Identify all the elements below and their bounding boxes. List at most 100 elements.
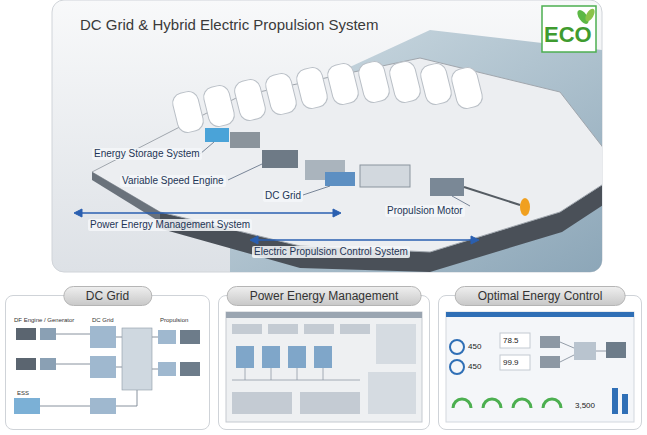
screen-text: 99.9 <box>503 358 519 368</box>
engine-icon <box>540 336 560 348</box>
ship-illustration <box>92 30 602 272</box>
shaft <box>464 187 520 205</box>
engine-block <box>262 150 298 168</box>
card-ground <box>218 295 430 430</box>
value-box <box>500 355 530 370</box>
screen-header <box>446 312 634 317</box>
dome <box>419 61 454 106</box>
screen <box>446 312 634 422</box>
switchboard-block <box>360 165 410 187</box>
screen-header <box>226 312 422 318</box>
wire <box>560 355 574 362</box>
range-line <box>256 239 473 241</box>
motor-icon <box>180 362 200 376</box>
wire <box>271 368 272 380</box>
arrow-head <box>333 209 341 217</box>
wire <box>56 364 90 365</box>
panel-heading: Power Energy Management <box>227 286 422 306</box>
callout-label: Propulsion Motor <box>385 205 465 217</box>
switchboard-icon <box>122 328 152 390</box>
wire <box>560 342 574 348</box>
dashboard-screenshot <box>446 312 634 422</box>
block <box>300 392 360 414</box>
wire <box>152 369 158 370</box>
screen-text: DC Grid <box>92 317 114 324</box>
bus-line <box>232 380 360 381</box>
dome <box>171 89 206 134</box>
screen-lines <box>232 368 360 380</box>
panel-card: DC Grid <box>5 295 210 430</box>
block <box>232 392 292 414</box>
eco-badge: ECO <box>542 6 600 52</box>
propeller <box>520 198 530 216</box>
leader-lines <box>200 142 470 206</box>
wire <box>56 334 90 335</box>
panel-heading: DC Grid <box>63 286 152 306</box>
screen-text: Propulsion <box>160 317 188 324</box>
badge-text: ECO <box>544 23 600 47</box>
battery-block <box>205 128 229 142</box>
block <box>314 346 332 368</box>
wire <box>116 367 122 368</box>
dome <box>233 77 268 122</box>
panel-card: Power Energy Management <box>218 295 430 430</box>
screen-text: ESS <box>17 390 29 397</box>
gauge-arc <box>513 399 531 408</box>
level-bar <box>612 388 618 414</box>
block <box>262 346 280 368</box>
block <box>368 372 416 414</box>
gauge-arc <box>543 399 561 408</box>
dome <box>388 59 423 104</box>
motor-block <box>430 178 464 196</box>
dome <box>450 65 485 110</box>
callout-label: Power Energy Management System <box>88 219 252 231</box>
wire <box>116 337 122 338</box>
leader-line <box>303 186 330 195</box>
generator-icon <box>40 328 56 340</box>
dc-grid-block <box>325 172 355 186</box>
superstructure <box>171 59 485 134</box>
dome <box>264 71 299 116</box>
card-ground <box>5 295 210 430</box>
generator-icon <box>40 358 56 370</box>
level-bar <box>622 394 628 414</box>
gauge-arc <box>453 399 471 408</box>
callout-label: Energy Storage System <box>92 148 202 160</box>
block <box>376 324 416 364</box>
screen <box>226 312 422 422</box>
engine-icon <box>540 356 560 368</box>
callout-label: Variable Speed Engine <box>120 175 226 187</box>
screen-text: 450 <box>468 342 481 352</box>
gauge-arc <box>483 399 501 408</box>
wire <box>137 390 138 406</box>
dashboard-wires <box>560 342 606 362</box>
ess-icon <box>14 398 40 414</box>
engine-icon <box>16 358 36 370</box>
converter-icon <box>90 398 116 414</box>
screen-text: 450 <box>468 362 481 372</box>
block <box>268 324 298 334</box>
converter-icon <box>90 356 116 378</box>
gauge <box>450 360 464 374</box>
drive-icon <box>158 362 176 376</box>
gauge <box>450 340 464 354</box>
motor-icon <box>180 330 200 344</box>
pms-screenshot <box>226 312 422 422</box>
block <box>288 346 306 368</box>
engine-icon <box>16 328 36 340</box>
callout-label: DC Grid <box>263 190 303 202</box>
motor-icon <box>606 342 626 358</box>
converter-icon <box>90 326 116 348</box>
dome <box>326 61 361 106</box>
card-ground <box>438 295 642 430</box>
leaf <box>583 7 596 23</box>
block <box>232 324 262 334</box>
callout-label: Electric Propulsion Control System <box>252 246 410 258</box>
wire <box>152 337 158 338</box>
screen-text: 3,500 <box>575 401 595 411</box>
dome <box>295 65 330 110</box>
engine-block <box>230 132 260 148</box>
wire <box>245 368 246 380</box>
